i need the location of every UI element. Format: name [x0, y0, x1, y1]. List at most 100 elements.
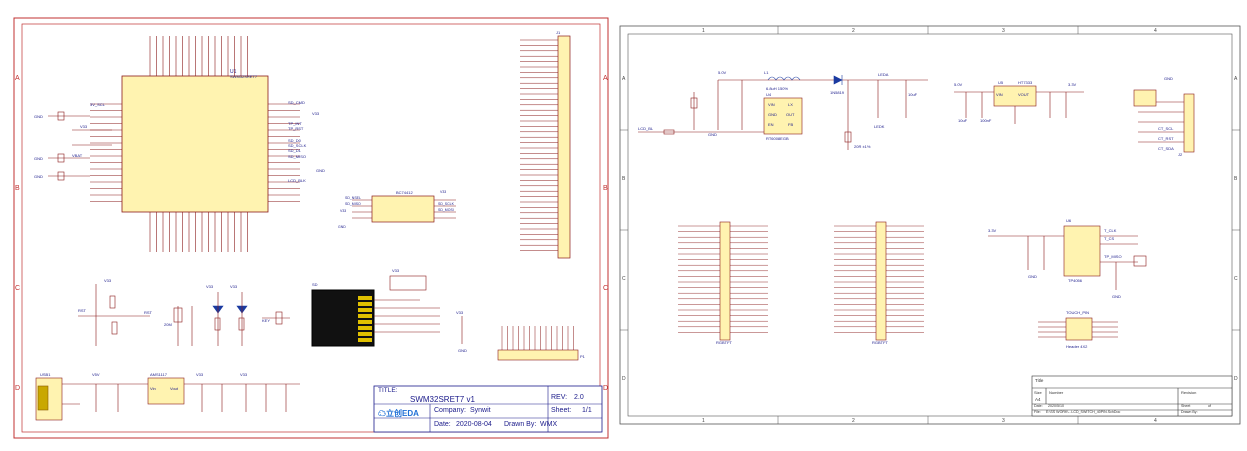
sheet-label: Sheet: — [551, 407, 572, 414]
size-label: Size — [1034, 390, 1042, 395]
svg-text:AMS1117: AMS1117 — [150, 372, 168, 377]
svg-text:FB: FB — [788, 122, 793, 127]
svg-text:SD_NSEL: SD_NSEL — [345, 196, 361, 200]
svg-text:SD: SD — [312, 282, 318, 287]
svg-text:HT7333: HT7333 — [1018, 80, 1033, 85]
usb-power-section[interactable] — [35, 377, 300, 421]
title-label: TITLE: — [378, 387, 398, 394]
svg-text:LEDK: LEDK — [874, 124, 885, 129]
fpc-connector-j1[interactable]: J1 — [520, 30, 571, 259]
svg-text:SWM32SRET7: SWM32SRET7 — [230, 74, 258, 79]
right-date-value: 2020/5/10 — [1048, 404, 1064, 408]
svg-text:U1: U1 — [230, 69, 237, 75]
svg-text:CT_RST: CT_RST — [1158, 136, 1174, 141]
svg-text:SD_D1: SD_D1 — [288, 148, 302, 153]
svg-text:3.3V: 3.3V — [988, 228, 997, 233]
svg-text:GND: GND — [1028, 274, 1037, 279]
svg-text:V33: V33 — [456, 310, 464, 315]
rev-label: REV: — [551, 394, 568, 401]
svg-text:U6: U6 — [1066, 218, 1072, 223]
svg-text:J2: J2 — [1178, 152, 1183, 157]
svg-text:EN: EN — [768, 122, 774, 127]
eda-logo: ☁立创EDA — [378, 409, 419, 418]
svg-text:OUT: OUT — [786, 112, 795, 117]
right-title-block — [1031, 375, 1233, 417]
svg-text:LX: LX — [788, 102, 793, 107]
right-schematic-canvas: 1 2 3 4 1 2 3 4 A B C D A B C D — [619, 25, 1241, 425]
svg-text:GND: GND — [458, 348, 467, 353]
rgb-tft-connector-j3[interactable]: RGBTFT — [678, 221, 768, 345]
svg-text:U5: U5 — [998, 80, 1004, 85]
col-label: 2 — [852, 28, 855, 34]
left-row-label-right: B — [603, 185, 608, 192]
right-of-label: of — [1208, 404, 1211, 408]
mcu-u1[interactable]: U1 SWM32SRET7 — [90, 36, 300, 252]
company-label: Company: — [434, 407, 466, 414]
svg-text:SD_CMD: SD_CMD — [288, 100, 305, 105]
svg-text:GND: GND — [34, 114, 43, 119]
svg-text:TP4056: TP4056 — [1068, 278, 1083, 283]
drawn-by-value: WMX — [540, 421, 558, 428]
left-row-label: C — [15, 285, 20, 292]
rgb-tft-connector-j4[interactable]: RGBTFT — [834, 221, 924, 345]
ldo-u5[interactable] — [954, 85, 1084, 124]
svg-text:100nF: 100nF — [980, 118, 992, 123]
svg-text:GND: GND — [768, 112, 777, 117]
file-label: File: — [1034, 410, 1041, 414]
svg-text:20M: 20M — [164, 322, 172, 327]
svg-text:V33: V33 — [206, 284, 214, 289]
svg-text:VIN: VIN — [996, 92, 1003, 97]
mcu-decoupling-left[interactable] — [48, 111, 112, 181]
left-border-inner — [21, 23, 601, 433]
svg-text:5.0V: 5.0V — [954, 82, 963, 87]
left-row-label: A — [15, 75, 20, 82]
sheet-value: 1/1 — [582, 407, 592, 414]
svg-text:RGBTFT: RGBTFT — [872, 340, 889, 345]
svg-text:SD_SCLK: SD_SCLK — [288, 143, 307, 148]
svg-text:V33: V33 — [80, 124, 88, 129]
svg-text:V33: V33 — [104, 278, 112, 283]
svg-text:L1: L1 — [764, 70, 769, 75]
charger-u6[interactable] — [988, 225, 1147, 290]
svg-text:SD_MISO: SD_MISO — [345, 202, 361, 206]
svg-text:1N5819: 1N5819 — [830, 90, 845, 95]
svg-text:SD_MISO: SD_MISO — [288, 154, 306, 159]
row-label-right: C — [1234, 276, 1238, 282]
svg-text:VOUT: VOUT — [1018, 92, 1030, 97]
company-value: Synwit — [470, 407, 491, 414]
svg-text:Header 4X2: Header 4X2 — [1066, 344, 1088, 349]
reset-and-led-section[interactable] — [78, 284, 290, 346]
row-label: C — [622, 276, 626, 282]
svg-text:V33: V33 — [392, 268, 400, 273]
svg-text:V33: V33 — [340, 209, 346, 213]
col-label: 3 — [1002, 28, 1005, 34]
col-label-bottom: 3 — [1002, 418, 1005, 424]
pin-header-p1[interactable]: P1 — [497, 326, 586, 361]
svg-text:GND: GND — [1112, 294, 1121, 299]
right-sheet-label: Sheet — [1181, 404, 1191, 408]
svg-text:SD_D0: SD_D0 — [288, 138, 302, 143]
svg-text:5.0V: 5.0V — [718, 70, 727, 75]
left-border-outer — [13, 17, 609, 439]
row-label: D — [622, 376, 626, 382]
svg-text:3.3V: 3.3V — [1068, 82, 1077, 87]
file-value: E:\SS WORK\...LCD_SWITCH_40PIN.SchDoc — [1046, 410, 1121, 414]
svg-text:RST: RST — [144, 310, 153, 315]
boost-converter[interactable] — [638, 75, 928, 150]
header-j5[interactable]: TOUCH_PIN Header 4X2 — [1038, 310, 1118, 349]
svg-text:LEDA: LEDA — [878, 72, 889, 77]
svg-text:J1: J1 — [556, 30, 561, 35]
size-value: A4 — [1035, 397, 1041, 402]
svg-text:SD_SCLK: SD_SCLK — [438, 202, 455, 206]
drawn-by-label: Drawn By: — [504, 421, 537, 428]
svg-text:GND: GND — [338, 225, 346, 229]
svg-text:TP_MISO: TP_MISO — [1104, 254, 1122, 259]
svg-text:LCD_BL: LCD_BL — [638, 126, 654, 131]
header-j2[interactable] — [1133, 89, 1195, 153]
rev-value: 2.0 — [574, 394, 584, 401]
right-schematic-sheet: 1 2 3 4 1 2 3 4 A B C D A B C D — [618, 0, 1247, 446]
row-label-right: A — [1234, 76, 1238, 82]
col-label-bottom: 1 — [702, 418, 705, 424]
